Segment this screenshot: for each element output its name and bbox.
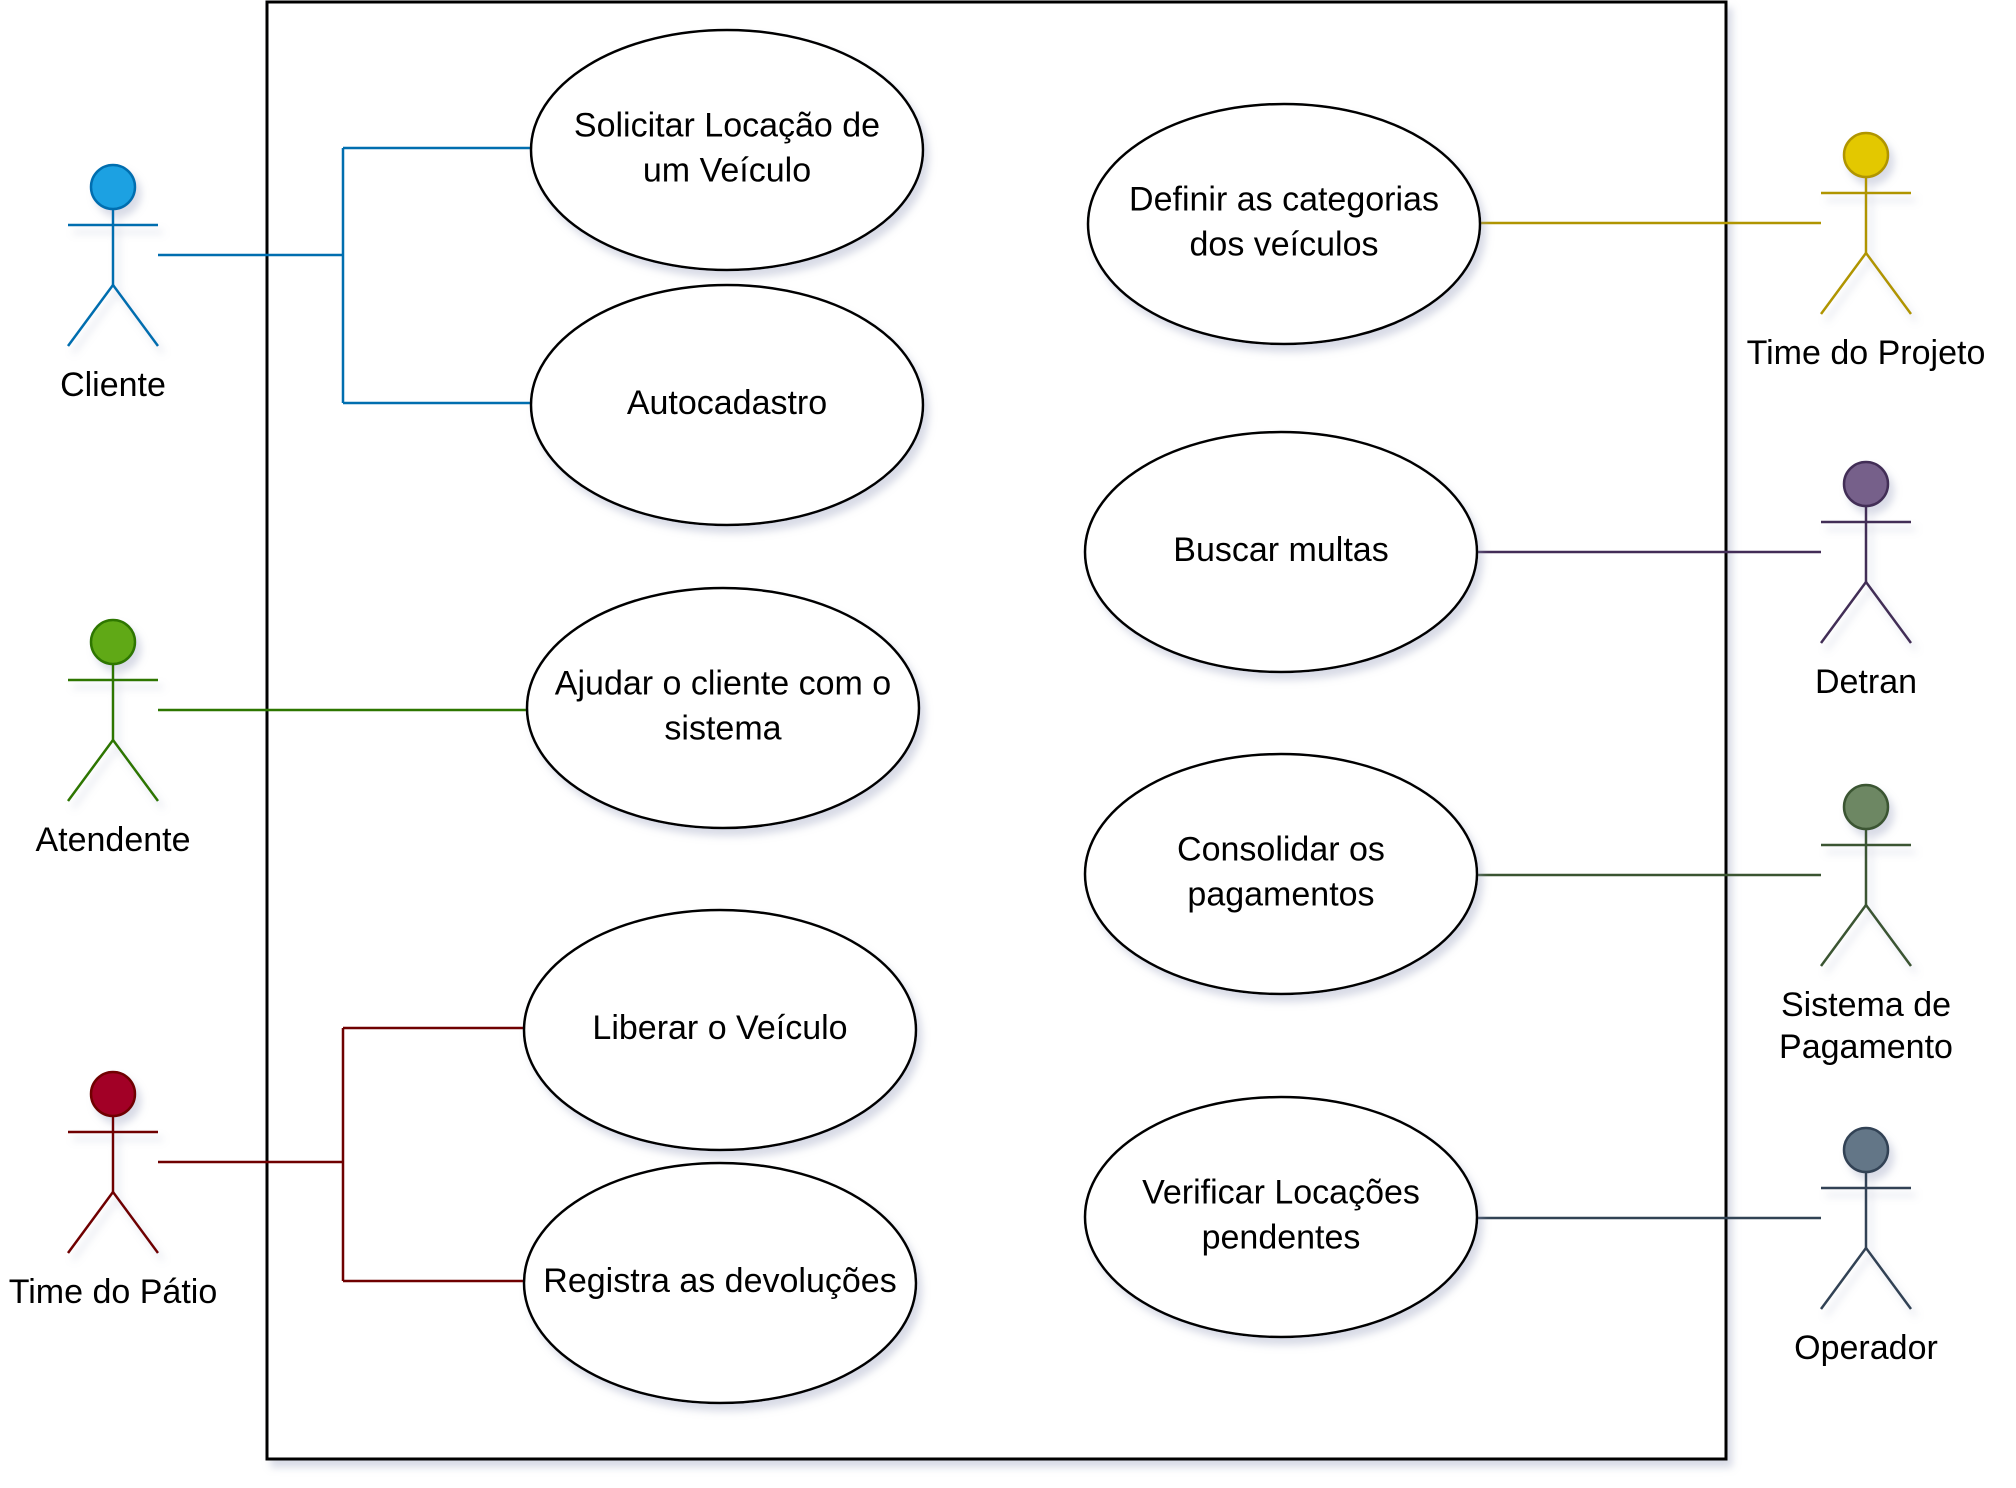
actor-right-leg bbox=[1864, 904, 1913, 967]
actor-label-line: Time do Pátio bbox=[9, 1273, 218, 1311]
actor-label-line: Cliente bbox=[60, 366, 166, 404]
actor-time-patio[interactable] bbox=[66, 1070, 160, 1254]
use-case-ellipse bbox=[529, 28, 925, 272]
use-case-label: Ajudar o cliente com o bbox=[555, 664, 891, 702]
use-case-label: Consolidar os bbox=[1177, 830, 1385, 868]
use-case-label: Solicitar Locação de bbox=[574, 106, 880, 144]
system-boundary bbox=[265, 0, 1728, 1461]
actor-left-leg bbox=[1819, 1247, 1868, 1310]
use-case-ellipse bbox=[1083, 430, 1479, 674]
use-case-label: Verificar Locações bbox=[1142, 1173, 1420, 1211]
use-case-label: sistema bbox=[664, 709, 781, 747]
use-case-ajudar-cliente[interactable]: Ajudar o cliente com o sistema bbox=[525, 586, 921, 830]
actor-head bbox=[1842, 131, 1890, 179]
use-case-consolidar-pagamentos[interactable]: Consolidar os pagamentos bbox=[1083, 752, 1479, 996]
actor-label: Time do Projeto bbox=[1747, 334, 1986, 372]
actor-label-line: Atendente bbox=[35, 821, 190, 859]
actor-label: Time do Pátio bbox=[9, 1273, 218, 1311]
use-case-registra-devolucoes[interactable]: Registra as devoluções bbox=[522, 1161, 918, 1405]
actor-time-projeto[interactable] bbox=[1819, 131, 1913, 315]
use-case-label: dos veículos bbox=[1190, 225, 1379, 263]
actor-left-leg bbox=[1819, 252, 1868, 315]
actor-head bbox=[1842, 460, 1890, 508]
actor-cliente[interactable] bbox=[66, 163, 160, 347]
actor-label: Operador bbox=[1794, 1329, 1938, 1367]
actor-head bbox=[89, 618, 137, 666]
actor-left-leg bbox=[66, 739, 115, 802]
actor-head bbox=[89, 163, 137, 211]
associations bbox=[158, 146, 1821, 1283]
actor-head bbox=[1842, 1126, 1890, 1174]
use-case-autocadastro[interactable]: Autocadastro bbox=[529, 283, 925, 527]
use-case-label: pagamentos bbox=[1187, 875, 1374, 913]
use-case-label: Registra as devoluções bbox=[543, 1262, 896, 1300]
actor-head bbox=[89, 1070, 137, 1118]
actor-label: Atendente bbox=[35, 821, 190, 859]
use-case-ellipse bbox=[1083, 752, 1479, 996]
use-case-label: um Veículo bbox=[643, 151, 811, 189]
use-case-ellipse bbox=[1083, 1095, 1479, 1339]
use-case-label: Buscar multas bbox=[1173, 531, 1388, 569]
actor-right-leg bbox=[111, 284, 160, 347]
actor-label-line: Sistema de bbox=[1781, 986, 1951, 1024]
use-case-label: Definir as categorias bbox=[1129, 180, 1439, 218]
actor-operador[interactable] bbox=[1819, 1126, 1913, 1310]
use-case-label: pendentes bbox=[1202, 1218, 1361, 1256]
actor-label: Sistema de Pagamento bbox=[1779, 986, 1953, 1066]
use-case-label: Liberar o Veículo bbox=[592, 1009, 847, 1047]
actor-head bbox=[1842, 783, 1890, 831]
actor-label: Detran bbox=[1815, 663, 1917, 701]
actor-label: Cliente bbox=[60, 366, 166, 404]
actor-left-leg bbox=[66, 1191, 115, 1254]
use-case-ellipse bbox=[522, 908, 918, 1152]
actor-right-leg bbox=[111, 1191, 160, 1254]
use-case-ellipse bbox=[1086, 102, 1482, 346]
actor-label-line: Operador bbox=[1794, 1329, 1938, 1367]
actor-label-line: Time do Projeto bbox=[1747, 334, 1986, 372]
use-case-buscar-multas[interactable]: Buscar multas bbox=[1083, 430, 1479, 674]
use-case-ellipse bbox=[525, 586, 921, 830]
use-cases: Solicitar Locação de um VeículoAutocadast… bbox=[522, 28, 1482, 1405]
actor-atendente[interactable] bbox=[66, 618, 160, 802]
actor-left-leg bbox=[1819, 581, 1868, 644]
actor-detran[interactable] bbox=[1819, 460, 1913, 644]
actor-sistema-pagamento[interactable] bbox=[1819, 783, 1913, 967]
actor-label-line: Pagamento bbox=[1779, 1028, 1953, 1066]
actor-left-leg bbox=[1819, 904, 1868, 967]
actor-right-leg bbox=[111, 739, 160, 802]
actor-label-line: Detran bbox=[1815, 663, 1917, 701]
use-case-verificar-locacoes[interactable]: Verificar Locações pendentes bbox=[1083, 1095, 1479, 1339]
actor-right-leg bbox=[1864, 252, 1913, 315]
use-case-ellipse bbox=[529, 283, 925, 527]
use-case-liberar-veiculo[interactable]: Liberar o Veículo bbox=[522, 908, 918, 1152]
actor-right-leg bbox=[1864, 1247, 1913, 1310]
use-case-ellipse bbox=[522, 1161, 918, 1405]
use-case-label: Autocadastro bbox=[627, 384, 827, 422]
actor-left-leg bbox=[66, 284, 115, 347]
actor-right-leg bbox=[1864, 581, 1913, 644]
use-case-definir-categorias[interactable]: Definir as categorias dos veículos bbox=[1086, 102, 1482, 346]
use-case-solicitar-locacao[interactable]: Solicitar Locação de um Veículo bbox=[529, 28, 925, 272]
